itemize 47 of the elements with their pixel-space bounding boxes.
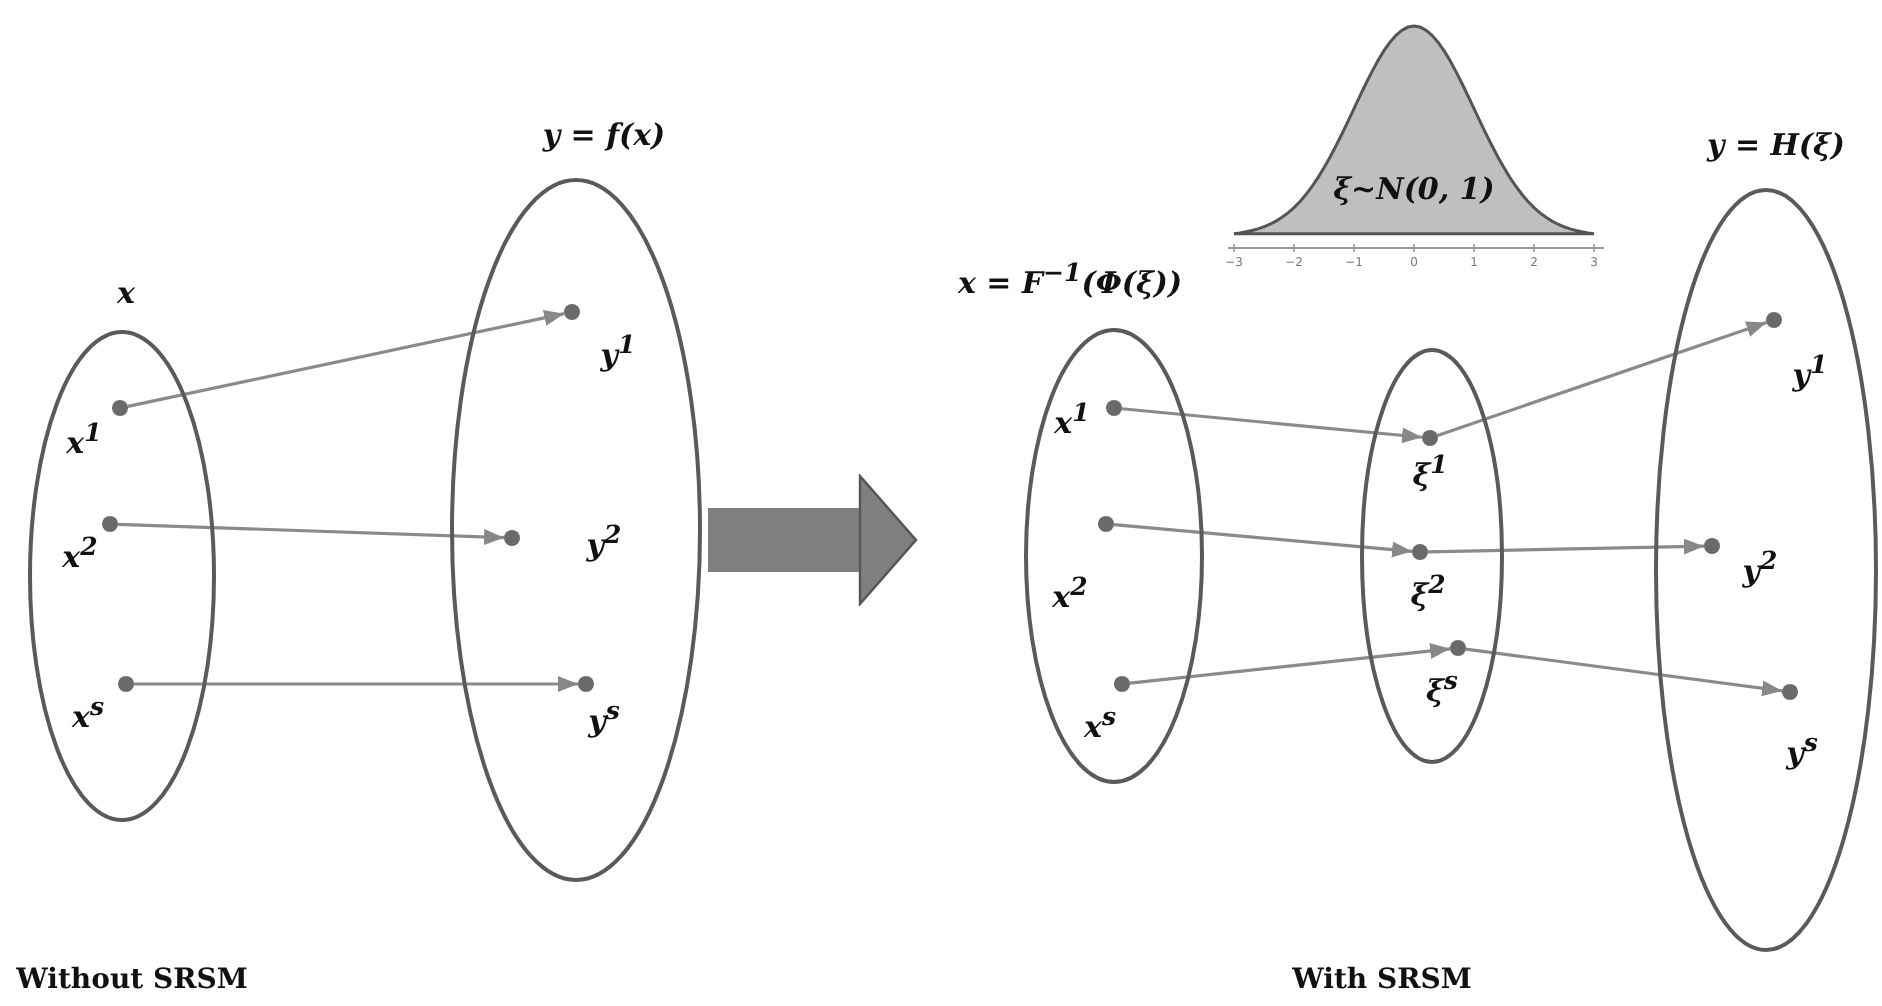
set-heading: x = F$^{−1}$(Φ(ξ)) [957,261,1183,299]
point-label: y$^{1}$ [600,333,636,371]
point-marker [1450,640,1466,656]
point-label: x$^{2}$ [1052,575,1088,613]
arrow [1129,643,1451,685]
block-arrow [708,474,918,606]
point-marker [564,304,580,320]
point-label: x$^{s}$ [1084,705,1116,743]
point-marker [102,516,118,532]
set-heading: y = f(x) [542,121,666,151]
arrow [134,676,578,692]
point-label: x$^{s}$ [72,695,104,733]
point-marker [1782,684,1798,700]
point-label: ξ$^{s}$ [1426,669,1458,707]
point-label: ξ$^{1}$ [1412,453,1448,491]
point-marker [1412,544,1428,560]
set-heading: x [117,279,135,309]
point-marker [1114,676,1130,692]
point-marker [1422,430,1438,446]
point-marker [578,676,594,692]
point-marker [1106,400,1122,416]
point-marker [504,530,520,546]
distribution-label: ξ~N(0, 1) [1333,175,1495,205]
arrow [1113,523,1413,558]
arrow [1437,321,1767,437]
arrow [1427,538,1705,555]
point-marker [112,400,128,416]
set-heading: y = H(ξ) [1707,131,1845,161]
point-label: y$^{2}$ [586,523,622,561]
arrow [1465,647,1783,697]
arrow [117,522,505,545]
point-marker [118,676,134,692]
point-label: x$^{2}$ [62,535,98,573]
arrow [127,310,565,408]
arrow [1121,407,1423,444]
point-label: y$^{s}$ [1786,731,1818,769]
point-label: y$^{1}$ [1792,353,1828,391]
point-label: x$^{1}$ [66,421,102,459]
point-marker [1704,538,1720,554]
point-label: x$^{1}$ [1054,401,1090,439]
caption: Without SRSM [16,964,248,996]
point-marker [1766,312,1782,328]
caption: With SRSM [1292,964,1472,996]
point-label: y$^{s}$ [588,699,620,737]
point-marker [1098,516,1114,532]
point-label: y$^{2}$ [1742,549,1778,587]
point-label: ξ$^{2}$ [1410,573,1446,611]
